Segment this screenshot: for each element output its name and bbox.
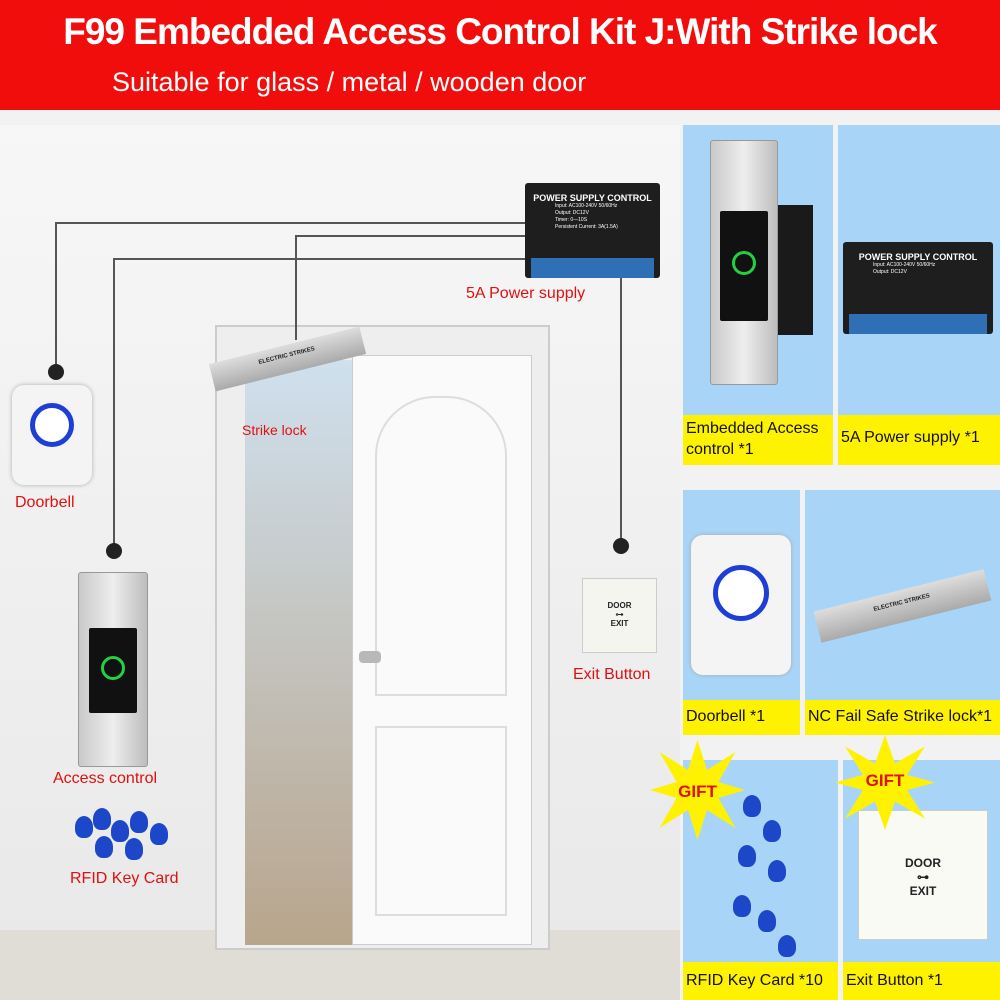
access-control-image	[78, 572, 148, 767]
rfid-keys-image	[75, 808, 175, 863]
tag-strike-lock: NC Fail Safe Strike lock*1	[805, 700, 1000, 735]
ps-output: Output: DC12V	[555, 210, 589, 216]
tag-power-supply: 5A Power supply *1	[838, 415, 1000, 465]
tag-access-control: Embedded Access control *1	[683, 415, 833, 465]
exit-door-text: DOOR	[905, 856, 941, 870]
doorbell-image	[12, 385, 92, 485]
label-doorbell: Doorbell	[15, 494, 75, 511]
gift-starburst	[835, 735, 935, 830]
ps-timer: Timer: 0—10S	[555, 217, 588, 223]
label-strike-lock: Strike lock	[242, 422, 307, 438]
door	[352, 355, 532, 945]
exit-exit-text: EXIT	[610, 619, 629, 628]
connection-dot	[613, 538, 629, 554]
title: F99 Embedded Access Control Kit J:With S…	[63, 11, 938, 52]
panel-strike-lock: ELECTRIC STRIKES NC Fail Safe Strike loc…	[805, 490, 1000, 735]
label-power-supply: 5A Power supply	[466, 285, 586, 302]
gift-starburst	[650, 740, 745, 840]
label-exit-button: Exit Button	[573, 666, 651, 683]
gift-label: GIFT	[865, 771, 905, 790]
panel-power-supply: POWER SUPPLY CONTROL Input: AC100-240V 5…	[838, 125, 1000, 465]
ps-title: POWER SUPPLY CONTROL	[858, 252, 978, 262]
ps-input: Input: AC100-240V 50/60Hz	[873, 262, 936, 268]
exit-door-text: DOOR	[607, 601, 632, 610]
panel-exit-button: DOOR⊶EXIT Exit Button *1	[843, 760, 1000, 1000]
gift-label: GIFT	[678, 782, 717, 801]
door-handle	[359, 651, 381, 663]
strike-text: ELECTRIC STRIKES	[258, 346, 316, 366]
tag-doorbell: Doorbell *1	[683, 700, 800, 735]
ps-input: Input: AC100-240V 50/60Hz	[555, 203, 618, 209]
label-access-control: Access control	[53, 770, 158, 787]
room-view	[245, 360, 355, 945]
strike-text: ELECTRIC STRIKES	[873, 593, 931, 613]
ps-title: POWER SUPPLY CONTROL	[533, 193, 652, 203]
panel-doorbell: Doorbell *1	[683, 490, 800, 735]
exit-button-image: DOOR⊶EXIT	[582, 578, 657, 653]
exit-exit-text: EXIT	[909, 884, 937, 898]
tag-rfid: RFID Key Card *10	[683, 962, 838, 1000]
connection-dot	[106, 543, 122, 559]
tag-exit-button: Exit Button *1	[843, 962, 1000, 1000]
subtitle: Suitable for glass / metal / wooden door	[112, 67, 587, 97]
ps-output: Output: DC12V	[873, 269, 907, 275]
label-rfid: RFID Key Card	[70, 870, 179, 887]
panel-access-control: Embedded Access control *1	[683, 125, 833, 465]
connection-dot	[48, 364, 64, 380]
panel-rfid: RFID Key Card *10	[683, 760, 838, 1000]
header-banner: F99 Embedded Access Control Kit J:With S…	[0, 0, 1000, 110]
ps-current: Persistent Current: 3A(1.5A)	[555, 224, 618, 230]
power-supply-image: POWER SUPPLY CONTROL Input: AC100-240V 5…	[525, 183, 660, 278]
